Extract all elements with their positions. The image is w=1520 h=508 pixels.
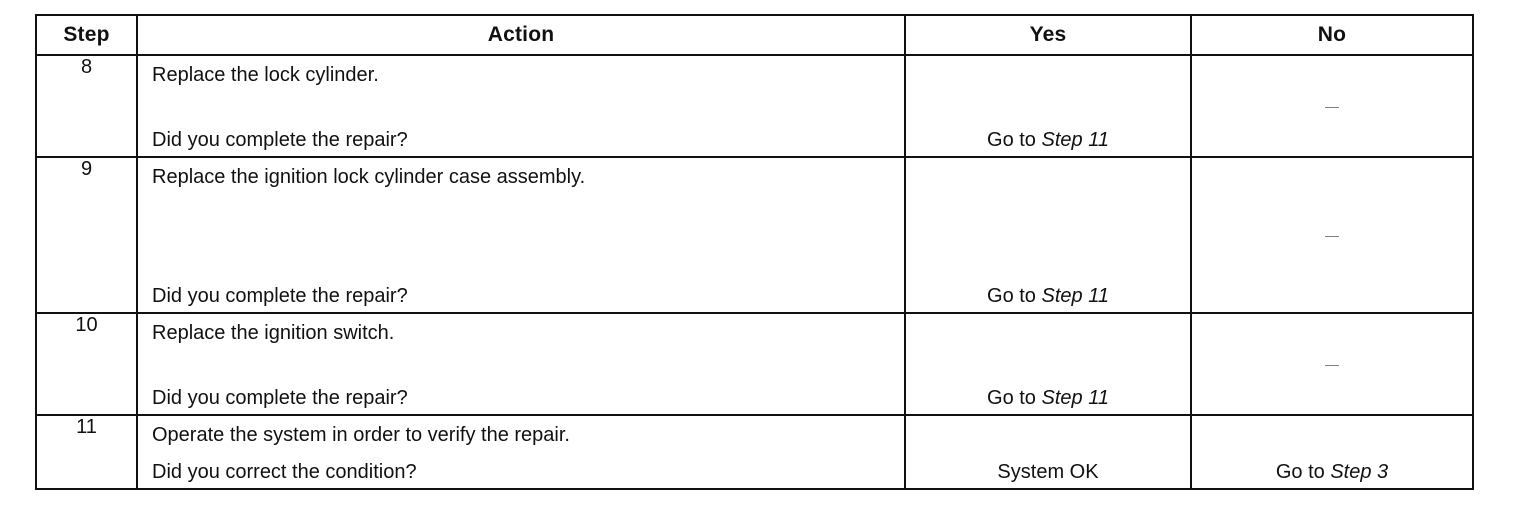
action-cell: Operate the system in order to verify th…: [136, 414, 906, 490]
action-question: Did you complete the repair?: [152, 387, 408, 409]
action-instruction: Replace the ignition switch.: [152, 322, 395, 344]
yes-result: Go to Step 11: [906, 129, 1190, 152]
header-no: No: [1190, 14, 1474, 56]
no-result-dash: —: [1325, 227, 1339, 243]
header-action: Action: [136, 14, 906, 56]
header-step: Step: [35, 14, 138, 56]
no-result-dash: —: [1325, 356, 1339, 372]
yes-result: Go to Step 11: [906, 285, 1190, 308]
action-cell: Replace the ignition lock cylinder case …: [136, 156, 906, 314]
no-step-link: Step 3: [1330, 461, 1389, 483]
yes-cell: Go to Step 11: [904, 312, 1192, 416]
table-row: 9 Replace the ignition lock cylinder cas…: [35, 156, 1474, 314]
table-row: 10 Replace the ignition switch. Did you …: [35, 312, 1474, 416]
action-cell: Replace the ignition switch. Did you com…: [136, 312, 906, 416]
yes-cell: System OK: [904, 414, 1192, 490]
action-question: Did you complete the repair?: [152, 285, 408, 307]
yes-prefix: Go to: [987, 387, 1042, 409]
step-number: 10: [35, 312, 138, 416]
yes-result: System OK: [997, 461, 1099, 483]
action-question: Did you correct the condition?: [152, 461, 417, 483]
table-row: 11 Operate the system in order to verify…: [35, 414, 1474, 490]
diagnostic-table-container: Step Action Yes No 8 Replace the lock cy…: [35, 14, 1474, 490]
action-question: Did you complete the repair?: [152, 129, 408, 151]
yes-prefix: Go to: [987, 285, 1042, 307]
yes-cell: Go to Step 11: [904, 54, 1192, 158]
no-cell: Go to Step 3: [1190, 414, 1474, 490]
no-cell: —: [1190, 156, 1474, 314]
table-row: 8 Replace the lock cylinder. Did you com…: [35, 54, 1474, 158]
yes-prefix: Go to: [987, 129, 1042, 151]
no-result-dash: —: [1325, 98, 1339, 114]
header-yes: Yes: [904, 14, 1192, 56]
action-instruction: Replace the lock cylinder.: [152, 64, 379, 86]
no-cell: —: [1190, 312, 1474, 416]
action-instruction: Replace the ignition lock cylinder case …: [152, 166, 586, 188]
diagnostic-table: Step Action Yes No 8 Replace the lock cy…: [35, 14, 1474, 490]
no-result: Go to Step 3: [1192, 461, 1472, 484]
step-number: 8: [35, 54, 138, 158]
action-cell: Replace the lock cylinder. Did you compl…: [136, 54, 906, 158]
yes-step-link: Step 11: [1041, 387, 1109, 409]
action-instruction: Operate the system in order to verify th…: [152, 424, 570, 446]
yes-step-link: Step 11: [1041, 129, 1109, 151]
yes-step-link: Step 11: [1041, 285, 1109, 307]
yes-result: Go to Step 11: [906, 387, 1190, 410]
no-cell: —: [1190, 54, 1474, 158]
step-number: 9: [35, 156, 138, 314]
yes-cell: Go to Step 11: [904, 156, 1192, 314]
step-number: 11: [35, 414, 138, 490]
no-prefix: Go to: [1275, 461, 1331, 483]
table-header-row: Step Action Yes No: [35, 14, 1474, 56]
